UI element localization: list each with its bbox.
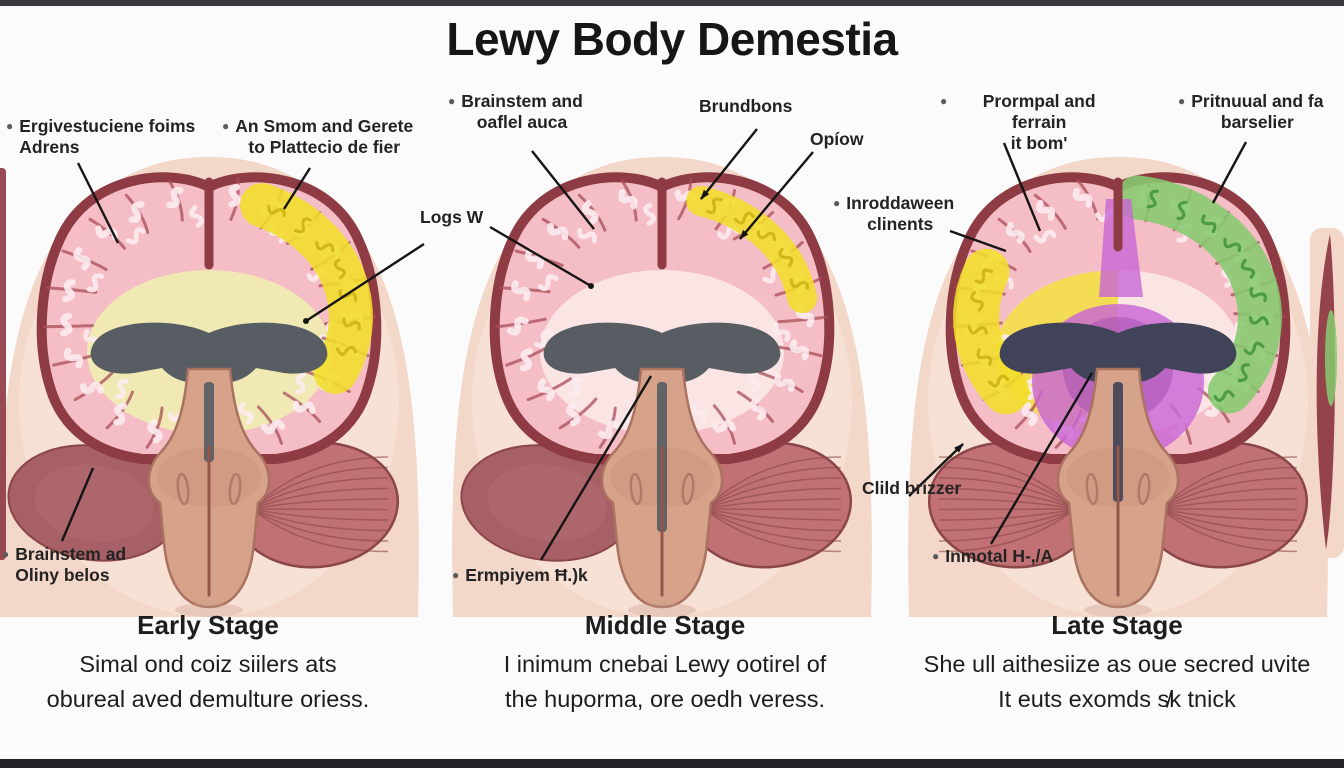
annotation-text: Opíow: [810, 129, 864, 149]
stage-description-line: the huporma, ore oedh veress.: [504, 686, 826, 712]
annotation-text: Clild brizzer: [862, 478, 962, 498]
page-title: Lewy Body Demestia: [446, 13, 898, 65]
annotation-label-logs-w: Logs W: [420, 207, 483, 228]
caption-middle-stage: Middle Stage I inimum cnebai Lewy ootire…: [440, 610, 890, 717]
stage-description-line: obureal aved demulture oriess.: [46, 686, 370, 712]
annotation-label-opiow: Opíow: [810, 129, 863, 150]
bottom-border-bar: [0, 759, 1344, 768]
annotation-label-inmotal: ● Inmotal H-,/A: [932, 546, 1053, 567]
stage-title: Early Stage: [137, 610, 279, 640]
stage-description-line: It euts exomds s̸k tnick: [998, 686, 1236, 712]
annotation-text: Inmotal H-,/A: [945, 546, 1054, 566]
annotation-text: Brundbons: [699, 96, 793, 116]
stage-description-line: She ull aithesiize as oue secred uvite: [923, 651, 1311, 677]
bullet-icon: ●: [940, 94, 948, 108]
stage-description-line: I inimum cnebai Lewy ootirel of: [503, 651, 827, 677]
annotation-label-brundbons: Brundbons: [699, 96, 792, 117]
stage-title: Middle Stage: [584, 610, 746, 640]
annotation-text: Ermpiyem Ħ.)k: [465, 565, 588, 585]
annotation-label-clild-brizzer: Clild brizzer: [862, 478, 961, 499]
brain-middle-stage-illustration: [452, 157, 872, 617]
caption-early-stage: Early Stage Simal ond coiz siilers ats o…: [0, 610, 416, 717]
bullet-icon: ●: [452, 568, 460, 582]
annotation-text: Logs W: [420, 207, 484, 227]
top-border-bar: [0, 0, 1344, 6]
stage-title: Late Stage: [1051, 610, 1183, 640]
bullet-icon: ●: [448, 94, 456, 108]
bullet-icon: ●: [932, 549, 940, 563]
bullet-icon: ●: [833, 196, 841, 210]
stage-description-line: Simal ond coiz siilers ats: [79, 651, 337, 677]
bullet-icon: ●: [6, 119, 14, 133]
left-edge-crop-sliver: [0, 168, 6, 560]
right-edge-crop-sliver: [1310, 228, 1344, 558]
bullet-icon: ●: [2, 547, 10, 561]
annotation-label-ermpiyem: ● Ermpiyem Ħ.)k: [452, 565, 588, 586]
caption-late-stage: Late Stage She ull aithesiize as oue sec…: [890, 610, 1344, 717]
bullet-icon: ●: [222, 119, 230, 133]
bullet-icon: ●: [1178, 94, 1186, 108]
